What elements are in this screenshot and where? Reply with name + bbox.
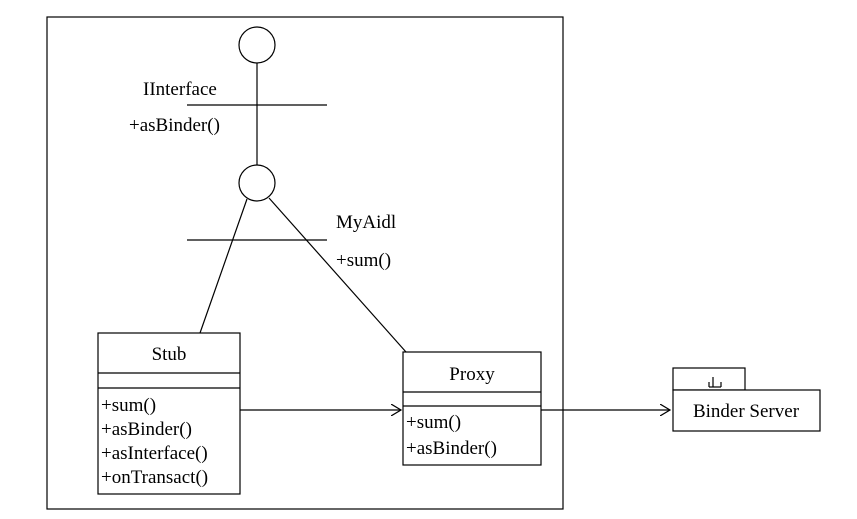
myaidl-name: MyAidl xyxy=(336,212,396,233)
proxy-class-name: Proxy xyxy=(449,364,495,385)
stub-method: +onTransact() xyxy=(101,467,208,488)
binder-server-name: Binder Server xyxy=(693,401,800,422)
proxy-class: Proxy +sum() +asBinder() xyxy=(402,351,542,466)
proxy-method: +sum() xyxy=(406,412,461,433)
proxy-method: +asBinder() xyxy=(406,438,497,459)
package-frame xyxy=(46,16,564,510)
iinterface-circle xyxy=(238,26,276,64)
proxy-realization-line xyxy=(268,197,407,353)
stub-method: +asBinder() xyxy=(101,419,192,440)
stub-class-name: Stub xyxy=(152,344,187,365)
component-icon xyxy=(708,377,722,388)
myaidl-method: +sum() xyxy=(336,250,391,271)
binder-server-component: Binder Server xyxy=(672,367,821,432)
stub-method: +sum() xyxy=(101,395,156,416)
stub-realization-line xyxy=(199,198,248,334)
iinterface-method: +asBinder() xyxy=(129,115,220,136)
stub-class: Stub +sum() +asBinder() +asInterface() +… xyxy=(97,332,241,495)
stub-method: +asInterface() xyxy=(101,443,208,464)
myaidl-circle xyxy=(238,164,276,202)
iinterface-name: IInterface xyxy=(143,79,217,100)
